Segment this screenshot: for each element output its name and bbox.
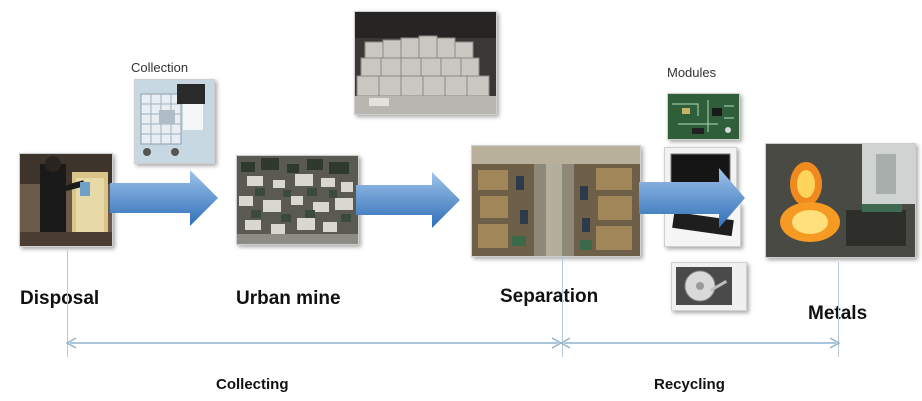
- recycling-span-arrow: [559, 337, 841, 349]
- urban-mine-photo: [236, 155, 359, 245]
- module-hard-disk-photo: [671, 262, 747, 311]
- tick-line-separation: [562, 258, 563, 357]
- stage-label-disposal: Disposal: [20, 288, 100, 309]
- arrow-urban-mine-to-separation: [356, 172, 460, 228]
- collection-photo: [134, 79, 215, 164]
- warehouse-photo: [354, 11, 497, 115]
- arrow-separation-to-metals: [639, 168, 745, 228]
- modules-label: Modules: [667, 65, 717, 80]
- module-circuit-board-photo: [667, 93, 740, 140]
- collecting-span-arrow: [65, 337, 563, 349]
- stage-label-separation: Separation: [500, 286, 599, 307]
- phase-label-recycling: Recycling: [654, 376, 725, 393]
- metals-photo: [765, 143, 916, 258]
- tick-line-metals: [838, 262, 839, 357]
- tick-line-disposal: [67, 250, 68, 357]
- separation-photo: [471, 145, 641, 257]
- disposal-photo: [19, 153, 113, 247]
- stage-label-metals: Metals: [808, 303, 867, 325]
- phase-label-collecting: Collecting: [216, 376, 289, 393]
- stage-label-urban-mine: Urban mine: [236, 288, 341, 309]
- collection-label: Collection: [131, 60, 189, 75]
- arrow-disposal-to-urban-mine: [110, 170, 218, 226]
